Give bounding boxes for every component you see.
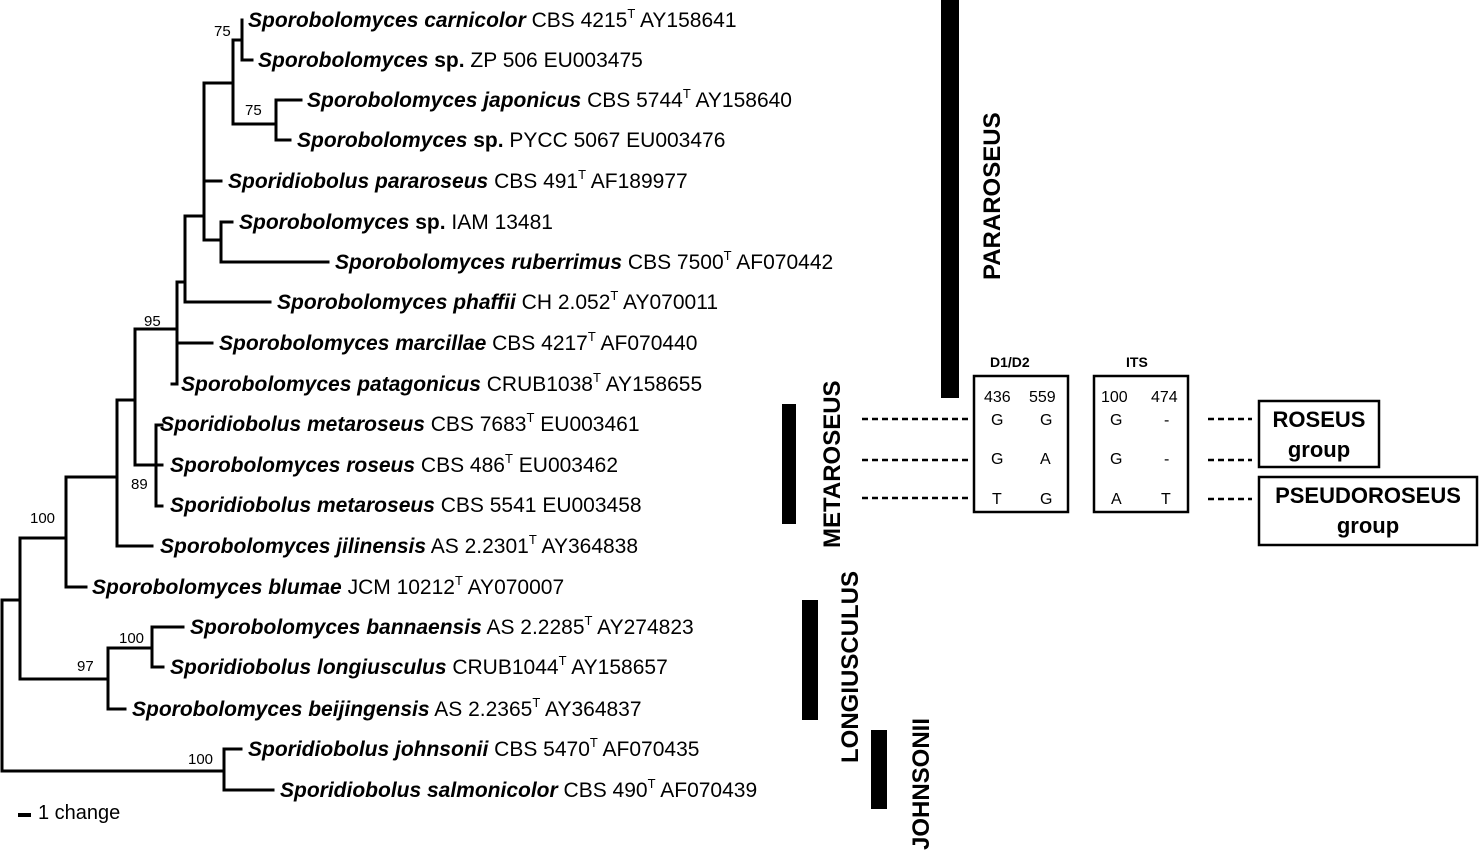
bootstrap-label: 89 [131,476,148,493]
taxon-label: Sporidiobolus metaroseus CBS 7683T EU003… [160,410,640,436]
scale-bar-label: 1 change [38,802,120,824]
group-boxes: ROSEUS group PSEUDOROSEUS group [1257,399,1479,547]
bootstrap-label: 100 [188,751,213,768]
scale-bar: 1 change [18,802,120,824]
d1d2-cell: G [1040,491,1052,508]
taxon-label: Sporobolomyces beijingensis AS 2.2365T A… [132,695,642,721]
tree-branches [0,18,330,792]
its-cell: - [1164,451,1169,468]
taxon-label: Sporobolomyces roseus CBS 486T EU003462 [170,451,618,477]
its-cell: A [1111,491,1122,508]
taxon-label: Sporobolomyces bannaensis AS 2.2285T AY2… [190,613,694,639]
its-cell: T [1161,491,1171,508]
taxon-label: Sporidiobolus pararoseus CBS 491T AF1899… [228,167,688,193]
roseus-group-label: ROSEUS [1273,407,1366,432]
d1d2-box [972,374,1070,514]
bootstrap-label: 95 [144,313,161,330]
taxon-label: Sporidiobolus metaroseus CBS 5541 EU0034… [170,494,642,517]
taxon-label: Sporobolomyces carnicolor CBS 4215T AY15… [248,6,737,32]
roseus-group-label: group [1288,437,1350,462]
taxon-label: Sporobolomyces sp. IAM 13481 [239,211,553,234]
d1d2-cell: T [992,491,1002,508]
clade-bar-pararoseus [941,0,959,398]
taxon-label: Sporobolomyces phaffii CH 2.052T AY07001… [277,288,718,314]
pseudoroseus-group-box [1257,475,1479,547]
taxon-label: Sporidiobolus longiusculus CRUB1044T AY1… [170,653,668,679]
d1d2-cell: G [1040,412,1052,429]
branch-node-75b [274,98,303,142]
its-cell: - [1164,412,1169,429]
bootstrap-label: 100 [30,510,55,527]
its-box [1092,374,1190,514]
its-col-header: 100 [1101,389,1128,406]
branch-node-100-johnsonii [222,747,275,792]
clade-bar-johnsonii [871,730,887,809]
roseus-group-box [1257,399,1381,469]
branch-node-75a [240,18,254,62]
taxon-label: Sporobolomyces marcillae CBS 4217T AF070… [219,329,697,355]
clade-markers: PARAROSEUS METAROSEUS LONGIUSCULUS JOHNS… [782,0,1006,850]
taxon-label: Sporobolomyces ruberrimus CBS 7500T AF07… [335,248,833,274]
branch-node-jilinensis [115,398,154,548]
taxon-label: Sporobolomyces jilinensis AS 2.2301T AY3… [160,532,638,558]
its-cell: G [1110,451,1122,468]
taxon-label: Sporobolomyces sp. ZP 506 EU003475 [258,49,643,72]
bootstrap-label: 97 [77,658,94,675]
clade-label-johnsonii: JOHNSONII [908,718,935,850]
connector-lines [862,417,1252,501]
branch-node-100-main [18,536,110,681]
d1d2-col-header: 436 [984,389,1011,406]
pseudoroseus-group-label: group [1337,513,1399,538]
d1d2-cell: A [1040,451,1051,468]
bootstrap-values: 75 75 95 89 100 100 97 100 [30,23,262,768]
bootstrap-label: 75 [245,102,262,119]
bootstrap-label: 100 [119,630,144,647]
branch-node-89 [154,423,164,508]
branch-node-pararoseus [202,81,235,242]
d1d2-cell: G [991,451,1003,468]
d1d2-col-header: 559 [1029,389,1056,406]
branch-node-100-longi [150,625,185,669]
branch-node-patagonicus [170,280,214,386]
branch-node-95 [133,327,179,467]
taxon-label: Sporobolomyces japonicus CBS 5744T AY158… [307,86,792,112]
taxon-label: Sporidiobolus johnsonii CBS 5470T AF0704… [248,735,699,761]
clade-bar-longiusculus [802,600,818,720]
clade-label-pararoseus: PARAROSEUS [979,112,1006,280]
d1d2-title: D1/D2 [990,354,1030,370]
branch-node-phaffii [183,214,272,304]
branch-node-iam [219,220,330,264]
taxon-label: Sporobolomyces blumae JCM 10212T AY07000… [92,573,564,599]
d1d2-cell: G [991,412,1003,429]
branch-root [0,598,226,773]
branch-node-97 [106,646,154,711]
clade-bar-metaroseus [782,404,796,524]
its-table: ITS 100 474 G - G - A T [1092,354,1190,514]
its-cell: G [1110,412,1122,429]
bootstrap-label: 75 [214,23,231,40]
d1d2-table: D1/D2 436 559 G G G A T G [972,354,1070,514]
taxon-labels: Sporobolomyces carnicolor CBS 4215T AY15… [92,6,833,802]
branch-node-blumae [64,475,119,589]
taxon-label: Sporobolomyces patagonicus CRUB1038T AY1… [181,370,702,396]
clade-label-metaroseus: METAROSEUS [819,380,846,548]
taxon-label: Sporidiobolus salmonicolor CBS 490T AF07… [280,776,757,802]
its-title: ITS [1126,354,1148,370]
clade-label-longiusculus: LONGIUSCULUS [837,571,864,763]
pseudoroseus-group-label: PSEUDOROSEUS [1275,483,1461,508]
its-col-header: 474 [1151,389,1178,406]
taxon-label: Sporobolomyces sp. PYCC 5067 EU003476 [297,129,725,152]
